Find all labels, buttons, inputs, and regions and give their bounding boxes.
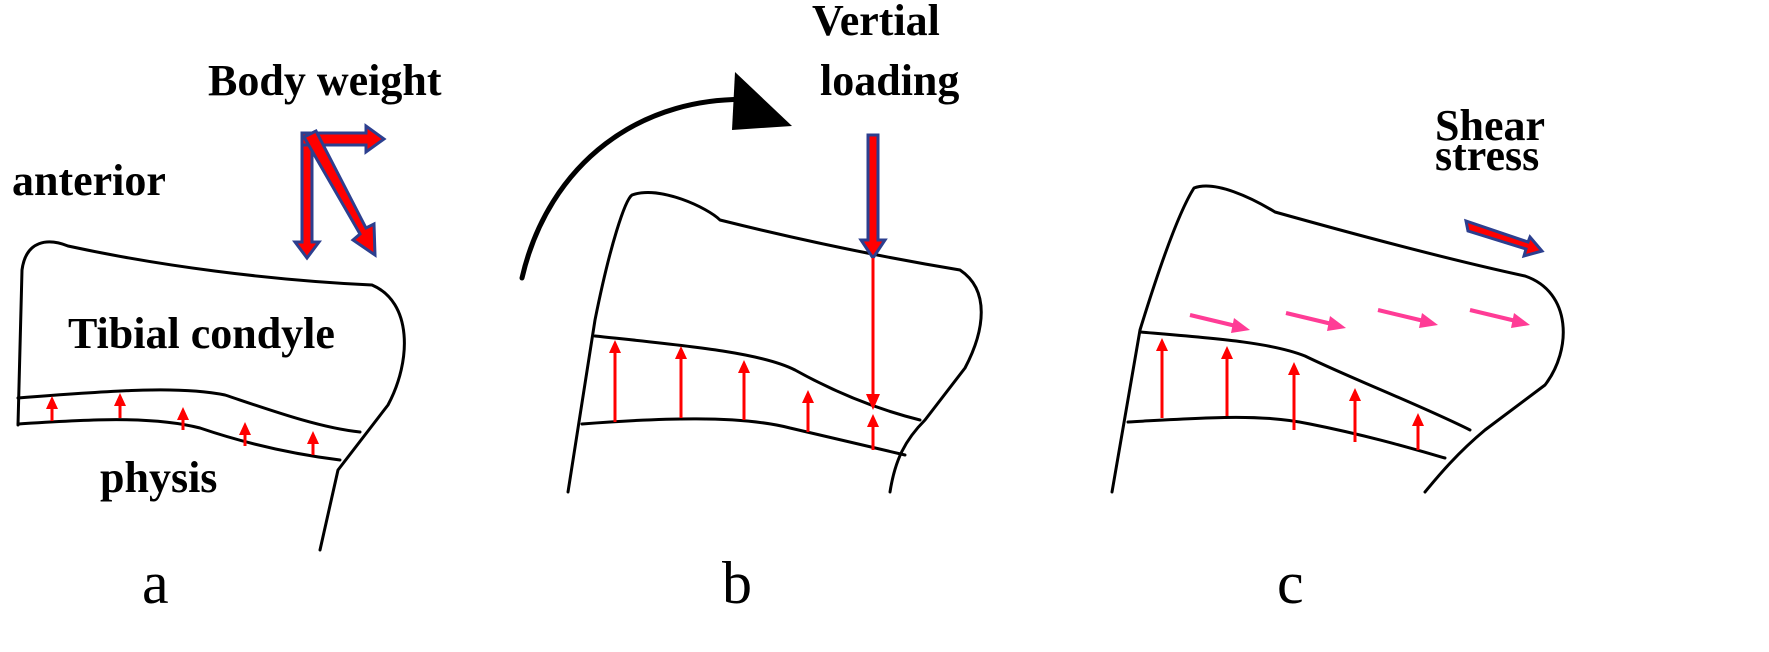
tibial-condyle-label: Tibial condyle: [68, 309, 335, 358]
physis-upper-line-a: [16, 388, 362, 434]
physis-stress-arrows-c: [1156, 338, 1424, 450]
rotation-arrow-icon: [519, 96, 763, 281]
shear-arrow-icon: [1464, 218, 1545, 259]
panel-a: anterior Body weight Tibial condyle phys…: [12, 56, 442, 616]
physis-upper-line-c: [1138, 330, 1472, 432]
shear-direction-arrows: [1189, 308, 1530, 333]
physis-lower-line-a: [16, 418, 342, 462]
panel-c-caption: c: [1277, 550, 1304, 616]
physis-upper-line-b: [593, 334, 922, 422]
panel-c: Shear stress c: [1110, 101, 1565, 616]
vertical-loading-arrow: [858, 133, 888, 410]
body-weight-label: Body weight: [208, 56, 442, 105]
body-weight-arrows: [292, 123, 387, 261]
panel-b-caption: b: [722, 550, 752, 616]
force-arrow-icon: [858, 133, 888, 261]
physis-stress-arrows-b: [609, 340, 879, 450]
rotation-arrowhead: [732, 72, 792, 130]
panel-b: Vertial loading b: [519, 0, 983, 616]
anterior-label: anterior: [12, 156, 166, 205]
shear-stress-label-line1: Shear: [1435, 101, 1545, 150]
tibial-condyle-outline-a: [16, 240, 406, 552]
physis-label: physis: [100, 453, 217, 502]
force-arrow-icon: [301, 128, 377, 258]
physis-lower-line-c: [1126, 415, 1447, 460]
tibial-condyle-outline-c: [1110, 184, 1565, 494]
physis-stress-arrows-a: [46, 393, 319, 455]
shear-stress-label-line2: stress: [1435, 131, 1539, 180]
vertical-loading-label-line2: loading: [820, 56, 959, 105]
physis-lower-line-b: [580, 417, 907, 457]
vertical-loading-label-line1: Vertial: [812, 0, 940, 45]
panel-a-caption: a: [142, 550, 169, 616]
tibial-condyle-outline-b: [566, 191, 983, 494]
